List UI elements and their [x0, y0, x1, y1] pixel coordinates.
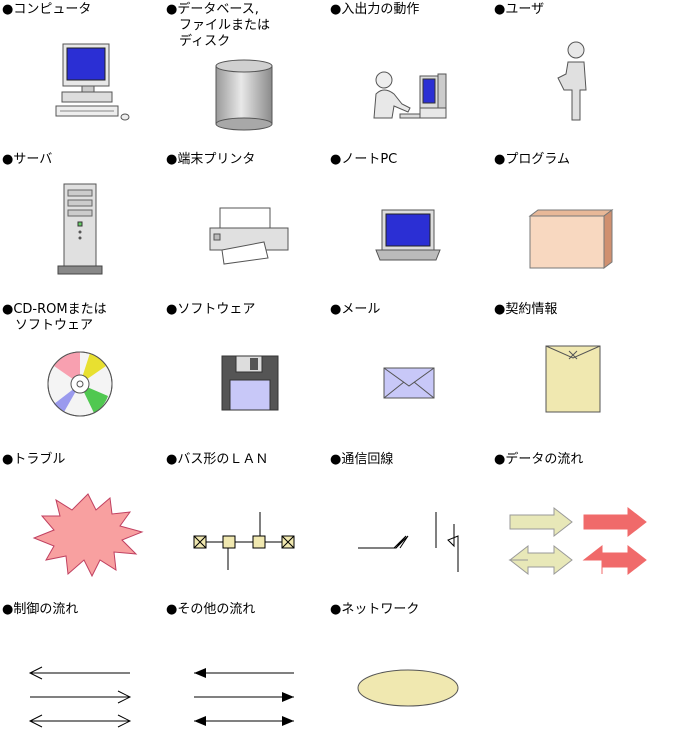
cd-icon [47, 351, 113, 417]
legend-trouble: ●トラブル [0, 450, 164, 600]
contract-label: ●契約情報 [494, 302, 558, 317]
legend-server: ●サーバ [0, 150, 164, 300]
program-label: ●プログラム [494, 152, 570, 167]
legend-database: ●データベース, ファイルまたは ディスク [164, 0, 328, 150]
lan-label: ●バス形のＬＡＮ [166, 452, 269, 467]
legend-program: ●プログラム [492, 150, 656, 300]
bus-lan-icon [193, 512, 295, 570]
other-flow-arrows-icon [194, 668, 294, 726]
server-icon [57, 183, 103, 275]
legend-io: ●入出力の動作 [328, 0, 492, 150]
legend-network: ●ネットワーク [328, 600, 492, 750]
laptop-icon [375, 209, 441, 261]
line-label: ●通信回線 [330, 452, 394, 467]
network-label: ●ネットワーク [330, 602, 420, 617]
computer-icon [55, 43, 130, 121]
control-flow-arrows-icon [28, 666, 132, 728]
legend-computer: ●コンピュータ [0, 0, 164, 150]
dataflow-label: ●データの流れ [494, 452, 584, 467]
legend-cdrom: ●CD-ROMまたは ソフトウェア [0, 300, 164, 450]
comm-line-icon [358, 512, 459, 572]
legend-dataflow: ●データの流れ [492, 450, 656, 600]
legend-software: ●ソフトウェア [164, 300, 328, 450]
legend-printer: ●端末プリンタ [164, 150, 328, 300]
control-label: ●制御の流れ [2, 602, 79, 617]
program-box-icon [528, 209, 614, 269]
server-label: ●サーバ [2, 152, 53, 167]
io-label: ●入出力の動作 [330, 2, 420, 17]
trouble-label: ●トラブル [2, 452, 66, 467]
notebook-label: ●ノートPC [330, 152, 398, 167]
document-envelope-icon [545, 345, 601, 413]
printer-label: ●端末プリンタ [166, 152, 256, 167]
legend-lan: ●バス形のＬＡＮ [164, 450, 328, 600]
envelope-icon [383, 367, 435, 399]
other-label: ●その他の流れ [166, 602, 256, 617]
user-label: ●ユーザ [494, 2, 545, 17]
printer-icon [209, 207, 289, 265]
legend-other: ●その他の流れ [164, 600, 328, 750]
computer-label: ●コンピュータ [2, 2, 92, 17]
legend-line: ●通信回線 [328, 450, 492, 600]
floppy-icon [221, 355, 279, 411]
legend-mail: ●メール [328, 300, 492, 450]
legend-notebook: ●ノートPC [328, 150, 492, 300]
io-icon [373, 71, 447, 119]
cdrom-label: ●CD-ROMまたは ソフトウェア [2, 302, 107, 333]
software-label: ●ソフトウェア [166, 302, 256, 317]
explosion-icon [32, 493, 144, 578]
database-icon [215, 59, 273, 131]
data-flow-arrows-icon [508, 506, 647, 576]
legend-control: ●制御の流れ [0, 600, 164, 750]
legend-contract: ●契約情報 [492, 300, 656, 450]
user-icon [557, 41, 587, 121]
database-label: ●データベース, ファイルまたは ディスク [166, 2, 271, 49]
legend-user: ●ユーザ [492, 0, 656, 150]
mail-label: ●メール [330, 302, 381, 317]
network-ellipse-icon [357, 669, 459, 707]
